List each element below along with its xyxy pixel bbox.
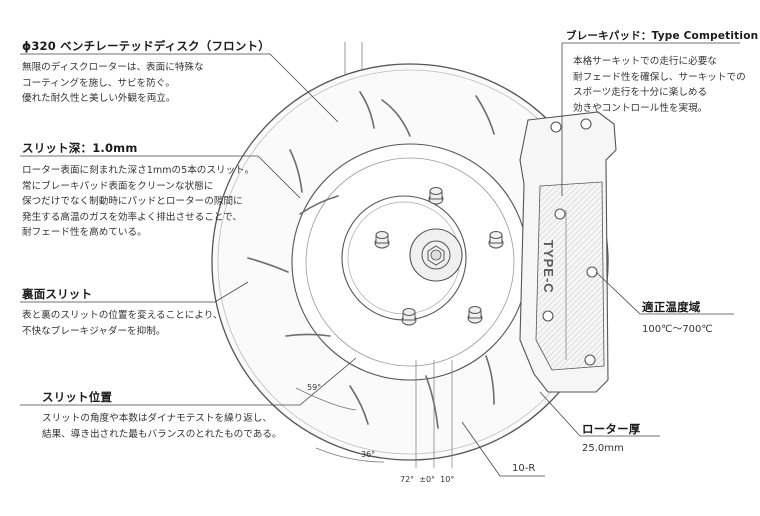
- brake-pad-description: 本格サーキットでの走行に必要な 耐フェード性を確保し、サーキットでの スポーツ走…: [573, 56, 746, 114]
- lug-nuts: [374, 187, 504, 326]
- angle-36-label: 36°: [361, 450, 376, 459]
- brake-pad-title: ブレーキパッド：Type Competition: [566, 30, 759, 42]
- rotor-thickness-value: 25.0mm: [582, 443, 624, 454]
- angle-lines: [295, 360, 453, 468]
- temperature-range-title: 適正温度域: [642, 300, 701, 314]
- caliper-logo: TYPE-C: [541, 240, 556, 294]
- slit-position-title: スリット位置: [42, 390, 113, 404]
- slit-depth-title: スリット深：1.0mm: [22, 141, 138, 155]
- angle-59-label: 59°: [307, 383, 322, 392]
- rotor-code-label: 10-R: [512, 463, 536, 474]
- slit-position-description: スリットの角度や本数はダイナモテストを繰り返し、 結果、導き出された最もバランス…: [42, 413, 282, 440]
- brake-caliper: [519, 111, 617, 393]
- leader-lines: [20, 42, 740, 477]
- disc-description: 無限のディスクローターは、表面に特殊な コーティングを施し、サビを防ぐ。 優れた…: [22, 62, 204, 105]
- back-slit-title: 裏面スリット: [22, 287, 93, 301]
- rotor-slits: [247, 91, 495, 429]
- slit-depth-description: ローター表面に刻まれた深さ1mmの5本のスリット。 常にブレーキパッド表面をクリ…: [22, 165, 255, 239]
- angle-bottom-labels: 72° ±0° 10°: [400, 475, 455, 484]
- disc-title: ϕ320 ベンチレーテッドディスク（フロント）: [22, 39, 270, 53]
- temperature-range-value: 100℃〜700℃: [642, 324, 713, 335]
- back-slit-description: 表と裏のスリットの位置を変えることにより、 不快なブレーキジャダーを抑制。: [22, 310, 223, 337]
- rotor-thickness-title: ローター厚: [582, 422, 641, 436]
